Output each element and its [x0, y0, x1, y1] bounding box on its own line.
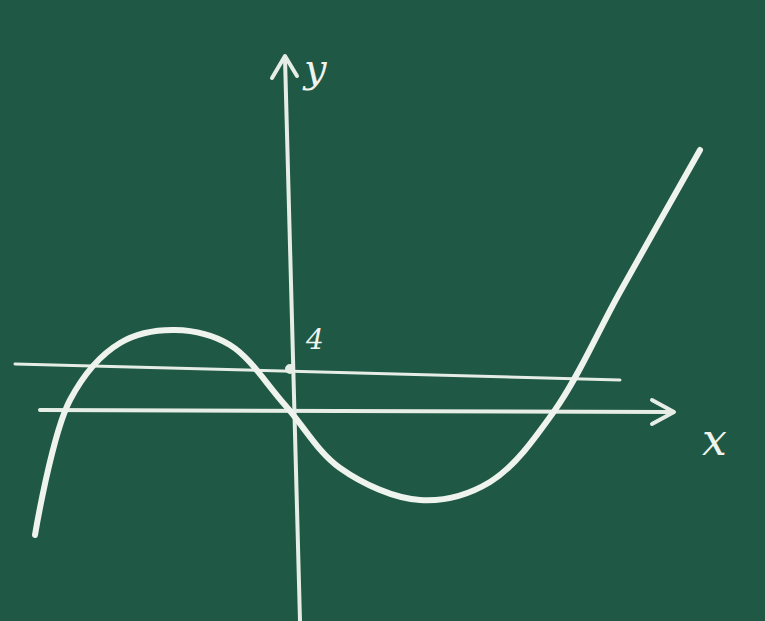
y-axis [285, 58, 300, 621]
y-arrowhead [272, 56, 297, 78]
axis-label: y [304, 48, 327, 88]
horizontal-line [15, 364, 620, 380]
intercept-dot [287, 366, 293, 372]
axis-label: 4 [306, 326, 324, 354]
cubic-curve [35, 150, 700, 535]
axis-label: x [702, 418, 727, 462]
x-axis [40, 410, 672, 412]
x-arrowhead [652, 400, 674, 424]
